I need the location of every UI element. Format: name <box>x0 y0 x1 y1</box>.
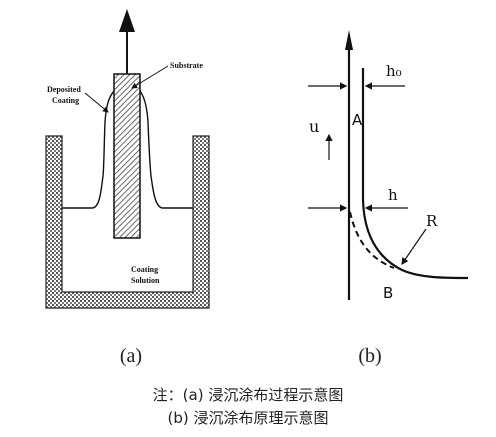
point-a-label: A <box>352 111 363 129</box>
panel-a-label: (a) <box>120 345 142 367</box>
panel-a: Substrate Deposited Coating Coating Solu… <box>45 9 210 367</box>
deposited-label-line1: Deposited <box>47 85 81 94</box>
substrate-label: Substrate <box>170 61 203 70</box>
panel-b-label: (b) <box>358 345 381 367</box>
solution-label-line2: Solution <box>131 276 160 285</box>
h-label: h <box>388 186 398 204</box>
deposited-label-line2: Coating <box>52 96 79 105</box>
substrate-arrowhead <box>345 30 353 50</box>
r-leader <box>401 228 427 265</box>
liquid-surface <box>62 90 115 209</box>
withdrawal-arrowhead <box>119 9 135 32</box>
liquid-surface-right <box>139 90 193 209</box>
point-b-label: B <box>383 284 393 302</box>
substrate-leader <box>131 65 169 89</box>
deposited-leader <box>84 92 109 113</box>
caption-line-1: 注：(a) 浸沉涂布过程示意图 <box>152 386 344 404</box>
u-label: u <box>309 117 319 136</box>
substrate-plate <box>113 73 141 239</box>
h0-label: h₀ <box>386 62 402 80</box>
film-surface <box>361 68 469 280</box>
r-label: R <box>426 212 438 230</box>
caption-line-2: (b) 浸沉涂布原理示意图 <box>167 409 329 427</box>
container-walls <box>45 135 210 309</box>
panel-b: h₀ h u A B R (b) <box>308 30 469 367</box>
solution-label-line1: Coating <box>131 265 158 274</box>
